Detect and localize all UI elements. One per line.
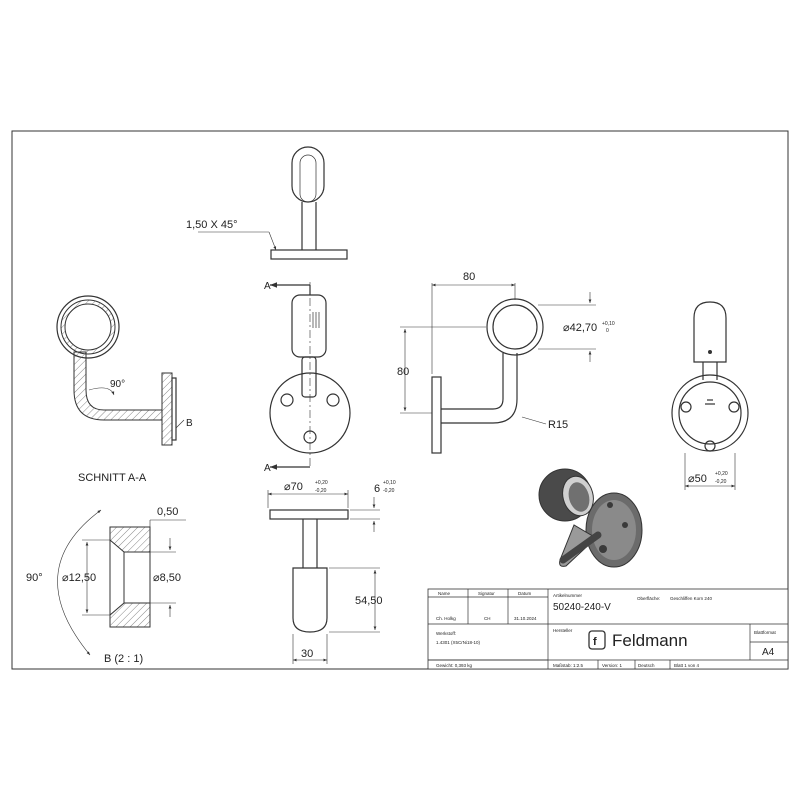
back-view bbox=[671, 301, 749, 490]
detail-b bbox=[57, 509, 186, 656]
title-weight: Gewicht: 0,393 kg bbox=[436, 663, 473, 668]
side-view bbox=[400, 283, 596, 454]
logo-mark: f bbox=[593, 636, 597, 648]
title-version: Version: 1 bbox=[602, 663, 623, 668]
detail-angle: 90° bbox=[26, 572, 43, 584]
title-material-value: 1.4301 (X5CrNi18-10) bbox=[436, 640, 481, 645]
section-detail-marker: B bbox=[186, 418, 193, 429]
dim-saddle-height: 54,50 bbox=[355, 595, 383, 607]
detail-diameter-outer: ⌀12,50 bbox=[62, 572, 96, 584]
feldmann-logo: f bbox=[588, 630, 606, 650]
title-col-date: Datum bbox=[518, 591, 532, 596]
dim-saddle-width: 30 bbox=[301, 648, 313, 660]
title-article-number: 50240-240-V bbox=[553, 602, 611, 613]
dim-thickness-tolerance-lower: -0,20 bbox=[383, 488, 395, 494]
title-author-name: Ch. Holkg bbox=[436, 616, 456, 621]
title-date: 31.10.2024 bbox=[514, 616, 537, 621]
title-manufacturer-label: Hersteller bbox=[553, 628, 573, 633]
title-signature: CH bbox=[484, 616, 491, 621]
dim-height: 80 bbox=[397, 366, 409, 378]
dim-radius: R15 bbox=[548, 419, 568, 431]
title-sheet-format: A4 bbox=[762, 647, 775, 658]
bottom-view bbox=[267, 490, 380, 664]
dim-bolt-tolerance-lower: -0,20 bbox=[715, 479, 727, 485]
dim-flange-tolerance-upper: +0,20 bbox=[315, 480, 328, 486]
section-angle: 90° bbox=[110, 379, 125, 390]
title-sheet-format-label: Blattformat bbox=[754, 630, 777, 635]
title-block bbox=[427, 588, 789, 670]
dim-tube-diameter: ⌀42,70 bbox=[563, 322, 597, 334]
dim-bolt-tolerance-upper: +0,20 bbox=[715, 471, 728, 477]
section-a-a bbox=[56, 295, 185, 446]
dim-tube-tolerance-upper: +0,10 bbox=[602, 321, 615, 327]
top-view bbox=[198, 146, 348, 260]
title-col-name: Name bbox=[438, 591, 451, 596]
isometric-view bbox=[538, 468, 643, 568]
dim-bolt-circle: ⌀50 bbox=[688, 473, 707, 485]
title-surface-label: Oberfläche: bbox=[637, 596, 660, 601]
dim-flange-diameter: ⌀70 bbox=[284, 481, 303, 493]
chamfer-note: 1,50 X 45° bbox=[186, 219, 238, 231]
detail-title: B (2 : 1) bbox=[104, 653, 143, 665]
dim-flange-thickness: 6 bbox=[374, 483, 380, 495]
title-scale: Maßstab: 1:2.5 bbox=[553, 663, 584, 668]
dim-flange-tolerance-lower: -0,20 bbox=[315, 488, 327, 494]
title-language: Deutsch bbox=[638, 663, 655, 668]
detail-diameter-inner: ⌀8,50 bbox=[153, 572, 181, 584]
title-company: Feldmann bbox=[612, 631, 688, 650]
section-marker-bottom: A bbox=[264, 463, 271, 474]
title-surface-value: Geschliffen Korn 240 bbox=[670, 596, 712, 601]
section-marker-top: A bbox=[264, 281, 271, 292]
title-col-signature: Signatur bbox=[478, 591, 495, 596]
title-sheet-number: Blatt 1 von 4 bbox=[674, 663, 700, 668]
section-title: SCHNITT A-A bbox=[78, 472, 147, 484]
dim-tube-tolerance-lower: 0 bbox=[606, 328, 609, 334]
dim-width: 80 bbox=[463, 271, 475, 283]
dim-thickness-tolerance-upper: +0,10 bbox=[383, 480, 396, 486]
title-article-label: Artikelnummer bbox=[553, 593, 583, 598]
drawing-frame bbox=[11, 130, 789, 670]
detail-countersink: 0,50 bbox=[157, 506, 178, 518]
title-material-label: Werkstoff: bbox=[436, 631, 456, 636]
front-view bbox=[269, 282, 351, 470]
